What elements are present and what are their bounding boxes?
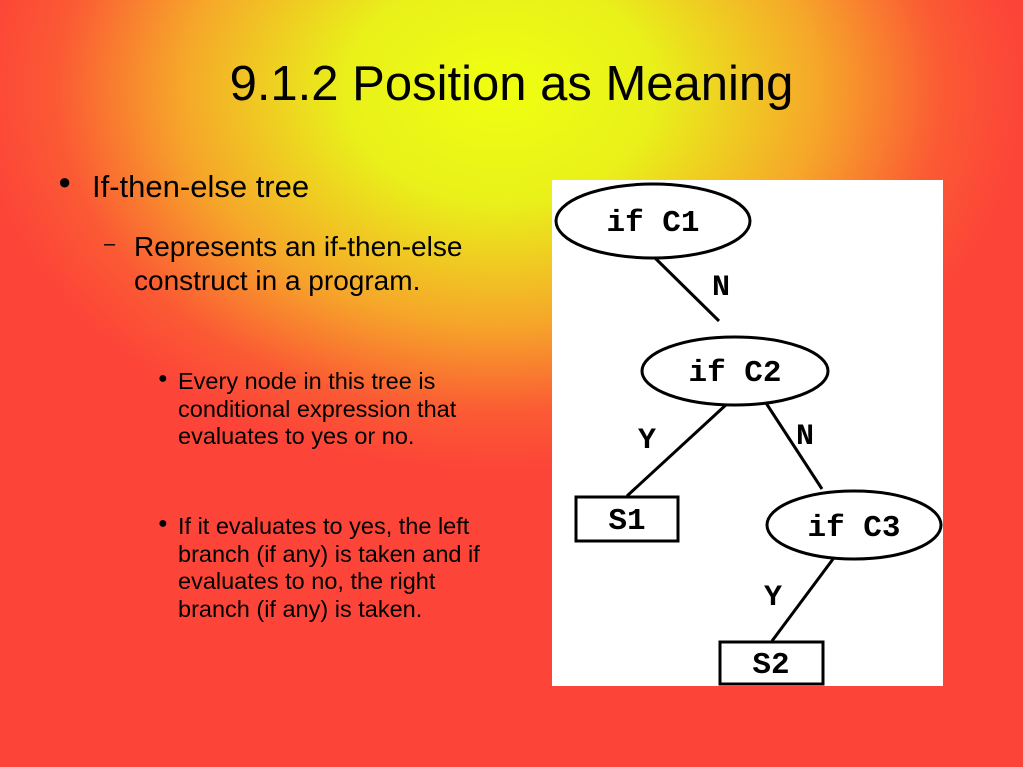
tree-svg: N Y N Y if C1 if C2 S1 if C3 S2 [554,182,943,686]
bullet-text: If-then-else tree [92,169,310,204]
bullet-level3-every-node: ● Every node in this tree is conditional… [158,368,498,451]
node-s2-rect [718,640,825,686]
if-then-else-tree-diagram: N Y N Y if C1 if C2 S1 if C3 S2 [552,180,943,686]
bullet-level3-branch-rule: ● If it evaluates to yes, the left branc… [158,513,498,624]
bullet-text: Represents an if-then-else construct in … [134,231,463,297]
bullet-marker: ● [58,169,72,194]
edge-label-c3-s2: Y [764,581,782,615]
node-s1-label: S1 [608,504,645,539]
node-c1-label: if C1 [606,206,699,241]
edge-c2-s1 [625,401,730,498]
dash-marker: – [104,233,116,255]
bullet-text: Every node in this tree is conditional e… [178,368,457,450]
slide-title: 9.1.2 Position as Meaning [229,57,794,111]
bullet-marker: ● [158,515,168,532]
node-c1-ellipse [554,182,752,260]
bullet-level2: – Represents an if-then-else construct i… [104,230,514,298]
edge-label-c1-c2: N [712,271,730,305]
node-c3-label: if C3 [807,511,900,546]
edge-c1-c2 [651,254,721,323]
edge-c2-c3 [764,402,824,490]
node-c2-ellipse [640,335,830,407]
edge-c3-s2 [770,550,841,642]
node-c3-ellipse [765,489,943,561]
bullet-level1: ● If-then-else tree [58,168,532,207]
edge-label-c2-c3: N [796,420,814,454]
bullet-text: If it evaluates to yes, the left branch … [178,513,480,623]
bullet-marker: ● [158,370,168,387]
edge-label-c2-s1: Y [638,424,656,458]
node-s1-rect [574,495,680,543]
node-c2-label: if C2 [688,356,781,391]
node-s2-label: S2 [752,648,789,683]
